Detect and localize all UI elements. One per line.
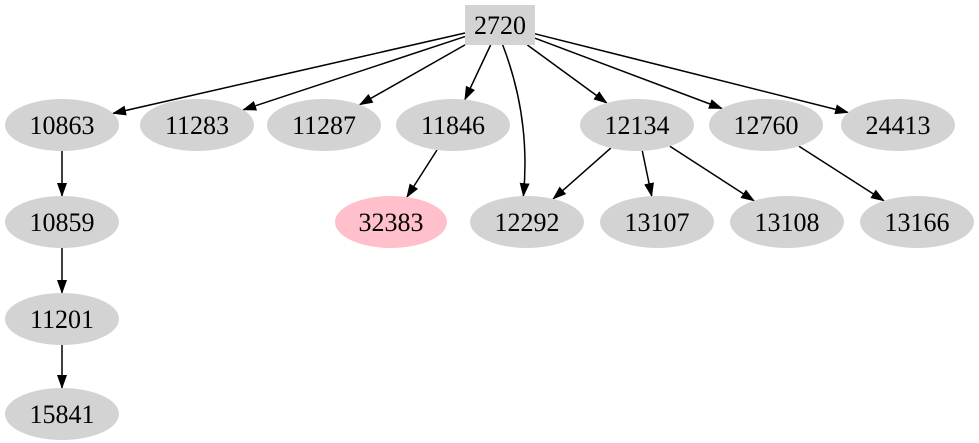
node-12760: 12760 [709,99,823,151]
node-shape-13107 [600,196,714,248]
node-label: 2720 [474,11,526,40]
node-label: 11283 [165,111,229,140]
node-shape-11201 [5,293,119,345]
edge-12134-12292 [552,147,612,200]
edge-2720-24413 [534,33,850,115]
edge-12134-13107 [641,150,654,198]
node-12134: 12134 [580,99,694,151]
node-label: 32383 [359,208,424,237]
node-shape-12292 [470,196,584,248]
node-label: 13108 [755,208,820,237]
node-2720: 2720 [465,5,535,45]
node-label: 12760 [734,111,799,140]
node-label: 12292 [495,208,560,237]
node-11283: 11283 [140,99,254,151]
edge-2720-11283 [242,35,466,111]
node-11846: 11846 [396,99,510,151]
node-label: 11287 [292,111,356,140]
node-layer: 2720 10863 11283 11287 11846 12134 12760 24413 1… [5,5,974,440]
node-label: 24413 [866,111,931,140]
node-label: 10863 [30,111,95,140]
edge-2720-11287 [358,44,466,106]
edge-2720-11846 [464,44,492,101]
edge-12134-13108 [669,145,755,202]
node-label: 11846 [421,111,485,140]
node-shape-11283 [140,99,254,151]
node-32383: 32383 [335,196,447,248]
node-13107: 13107 [600,196,714,248]
node-13166: 13166 [860,196,974,248]
node-shape-13108 [730,196,844,248]
node-shape-32383 [335,196,447,248]
edge-2720-10863 [112,32,466,116]
node-label: 15841 [30,400,95,429]
node-13108: 13108 [730,196,844,248]
node-label: 13166 [885,208,950,237]
node-11287: 11287 [267,99,381,151]
node-shape-24413 [841,99,955,151]
node-shape-11287 [267,99,381,151]
node-label: 12134 [605,111,670,140]
node-shape-10859 [5,196,119,248]
node-11201: 11201 [5,293,119,345]
node-label: 13107 [625,208,690,237]
node-shape-12134 [580,99,694,151]
node-label: 10859 [30,208,95,237]
edge-2720-12760 [534,37,723,110]
edge-2720-12292 [502,44,530,198]
edge-layer [57,32,885,389]
node-shape-12760 [709,99,823,151]
edge-2720-12134 [526,44,608,104]
node-shape-10863 [5,99,119,151]
node-10863: 10863 [5,99,119,151]
node-15841: 15841 [5,388,119,440]
node-10859: 10859 [5,196,119,248]
node-12292: 12292 [470,196,584,248]
node-shape-2720 [465,5,535,45]
edge-11846-32383 [406,149,438,198]
edge-12760-13166 [798,145,885,202]
node-label: 11201 [30,305,94,334]
node-shape-15841 [5,388,119,440]
node-shape-13166 [860,196,974,248]
node-shape-11846 [396,99,510,151]
node-24413: 24413 [841,99,955,151]
